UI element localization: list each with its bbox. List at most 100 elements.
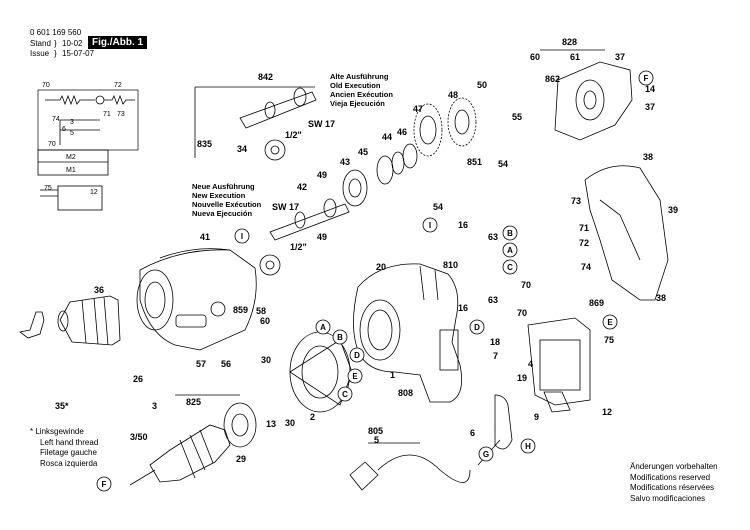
new-execution-note: Neue Ausführung New Execution Nouvelle E…	[192, 182, 261, 218]
callout-F-top: F	[638, 70, 654, 86]
issue-value: 15-07-07	[62, 49, 95, 58]
part-label: 44	[382, 132, 392, 142]
part-label: 39	[668, 205, 678, 215]
part-label: 60	[530, 52, 540, 62]
part-label: 18	[490, 337, 500, 347]
schematic-label: 71	[103, 111, 111, 118]
part-label: 3/50	[130, 432, 148, 442]
new-execution-line: Neue Ausführung	[192, 182, 255, 191]
issue-bracket: }	[54, 49, 57, 58]
part-label: 835	[197, 139, 212, 149]
cable-guard	[494, 394, 513, 450]
callout-I-b: I	[422, 217, 438, 233]
note-line: Left hand thread	[40, 437, 99, 447]
callout-D-right: D	[469, 319, 485, 335]
callout-G: G	[478, 446, 494, 462]
schematic-label: 74	[52, 116, 60, 123]
part-label: 37	[615, 52, 625, 62]
part-label: 47	[413, 104, 423, 114]
part-label: 30	[285, 418, 295, 428]
part-label: 1/2"	[285, 130, 302, 140]
part-label: 1/2"	[290, 242, 307, 252]
part-label: 48	[448, 90, 458, 100]
part-label: SW 17	[308, 119, 335, 129]
callout-B-right: B	[502, 225, 518, 241]
wiring-schematic	[37, 89, 139, 211]
part-label: 63	[488, 232, 498, 242]
part-label: 869	[589, 298, 604, 308]
schematic-label: 6	[62, 126, 66, 133]
part-label: 75	[604, 335, 614, 345]
part-label: 61	[570, 52, 580, 62]
part-label: 45	[358, 147, 368, 157]
old-execution-line: Old Execution	[330, 81, 381, 90]
svg-text:G: G	[483, 450, 489, 459]
changes-reserved-note: Änderungen vorbehalten Modifications res…	[630, 462, 718, 504]
part-label: 16	[458, 220, 468, 230]
callout-A-right: A	[502, 242, 518, 258]
part-label: 808	[398, 388, 413, 398]
schematic-label: 73	[117, 111, 125, 118]
part-label: 71	[579, 223, 589, 233]
svg-text:B: B	[337, 333, 343, 342]
schematic-label: M2	[66, 154, 76, 161]
old-execution-line: Ancien Exécution	[330, 90, 393, 99]
part-label: 2	[310, 412, 315, 422]
svg-text:C: C	[507, 263, 513, 272]
svg-text:D: D	[354, 351, 360, 360]
svg-text:E: E	[352, 372, 358, 381]
callout-C-mid: C	[337, 386, 353, 402]
svg-text:A: A	[320, 323, 326, 332]
part-label: 4	[528, 359, 533, 369]
part-label: 63	[488, 295, 498, 305]
part-label: 7	[493, 351, 498, 361]
svg-text:F: F	[644, 74, 649, 83]
gear-cover	[554, 61, 633, 141]
part-label: 859	[233, 305, 248, 315]
part-label: 41	[200, 232, 210, 242]
schematic-label: 12	[90, 189, 98, 196]
callout-E-right: E	[602, 314, 618, 330]
gear-set	[342, 97, 477, 207]
part-label: 74	[581, 262, 591, 272]
part-label: 70	[521, 280, 531, 290]
part-label: 34	[237, 144, 247, 154]
svg-text:E: E	[607, 318, 613, 327]
part-label: 851	[467, 157, 482, 167]
gear-housing	[136, 248, 257, 351]
part-label: 13	[266, 419, 276, 429]
svg-text:C: C	[342, 390, 348, 399]
part-label: 825	[186, 397, 201, 407]
rear-handle	[584, 165, 669, 301]
part-label: 1	[390, 370, 395, 380]
part-label: 60	[260, 316, 270, 326]
svg-text:I: I	[241, 232, 243, 241]
part-label: 19	[517, 373, 527, 383]
callout-D-mid: D	[349, 347, 365, 363]
left-hand-thread-note: * Linksgewinde Left hand thread Filetage…	[30, 427, 98, 469]
note-line: Modifications reserved	[630, 472, 711, 482]
svg-text:F: F	[102, 480, 107, 489]
note-line: Salvo modificaciones	[630, 493, 706, 503]
issue-label: Issue	[30, 49, 50, 58]
part-label: 862	[545, 74, 560, 84]
svg-text:D: D	[474, 323, 480, 332]
part-label: 49	[317, 170, 327, 180]
part-label: 38	[656, 293, 666, 303]
part-label: SW 17	[272, 202, 299, 212]
part-label: 58	[256, 306, 266, 316]
part-label: 3	[152, 401, 157, 411]
callout-B-mid: B	[332, 329, 348, 345]
old-execution-line: Alte Ausführung	[330, 72, 389, 81]
part-label: 72	[579, 238, 589, 248]
callout-A-mid: A	[315, 319, 331, 335]
note-line: Filetage gauche	[40, 448, 97, 457]
part-label: 16	[458, 303, 468, 313]
figure-label: Fig./Abb. 1	[88, 36, 148, 49]
note-line: Änderungen vorbehalten	[630, 462, 718, 471]
drill-chuck	[19, 295, 121, 346]
note-line: Modifications réservées	[630, 483, 715, 492]
stand-label: Stand	[30, 39, 51, 48]
part-label: 70	[517, 308, 527, 318]
